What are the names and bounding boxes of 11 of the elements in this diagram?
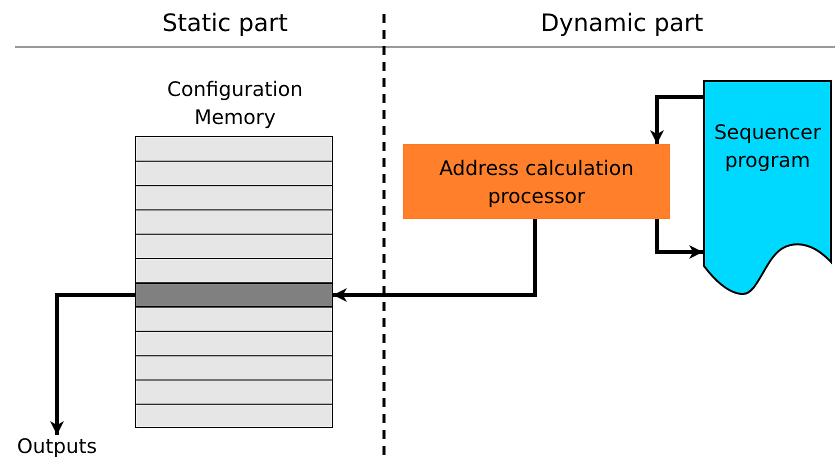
connector-arrow <box>333 219 537 302</box>
connector-arrow <box>655 219 703 259</box>
connector-arrow <box>650 95 703 144</box>
processor-box: Address calculation processor <box>403 144 670 219</box>
section-heading: Static part <box>162 9 288 37</box>
memory-heading: Configuration Memory <box>166 76 304 131</box>
program-label: Sequencer program <box>713 119 822 174</box>
output-label: Outputs <box>12 435 102 457</box>
connector-arrow <box>50 293 135 435</box>
section-heading: Dynamic part <box>540 9 704 37</box>
selected-memory-row <box>135 283 333 307</box>
